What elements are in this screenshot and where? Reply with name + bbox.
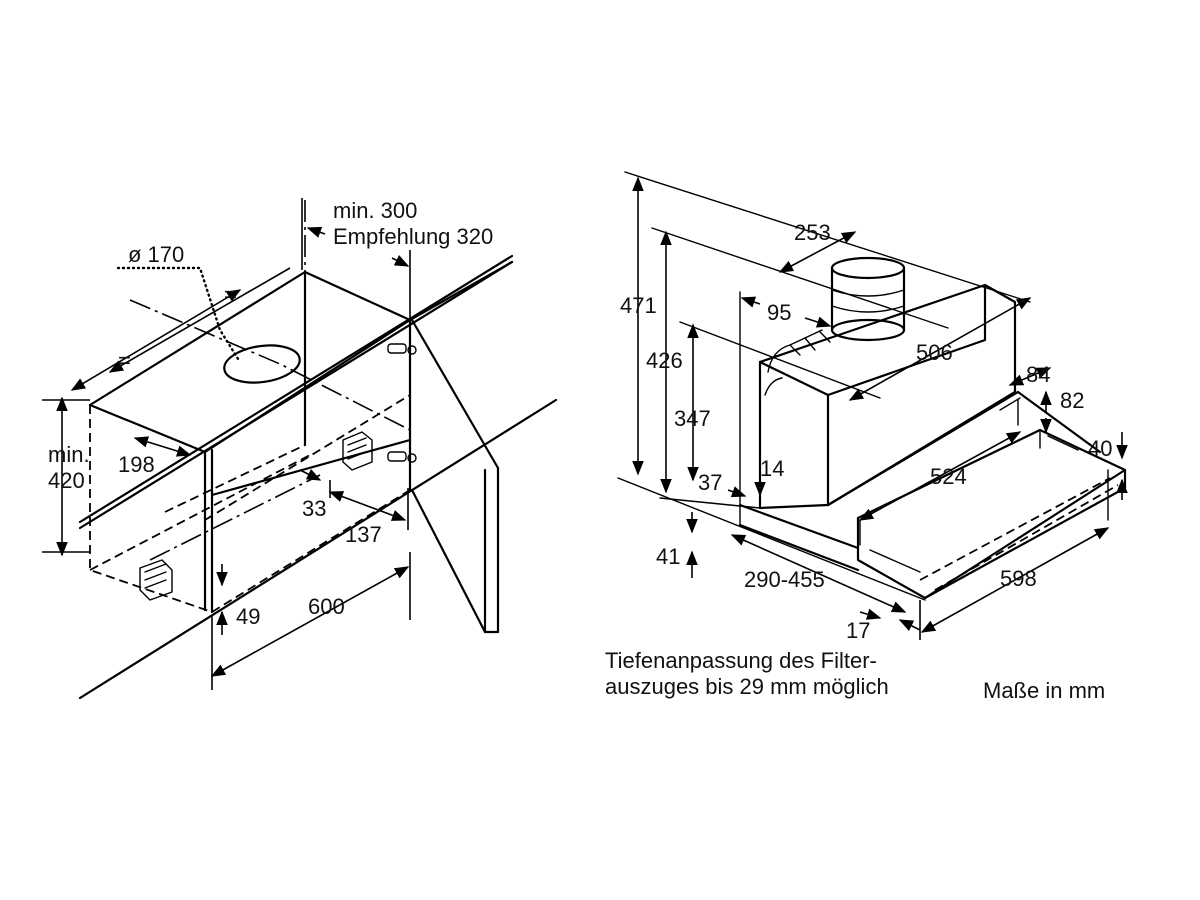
label-equal-upper: = bbox=[224, 282, 237, 307]
label-diameter-170: ø 170 bbox=[128, 242, 184, 267]
hood-drawing bbox=[617, 171, 1128, 640]
note-units: Maße in mm bbox=[983, 678, 1105, 703]
label-height-49: 49 bbox=[236, 604, 260, 629]
label-range-290-455: 290-455 bbox=[744, 567, 825, 592]
left-labels: min. 300 Empfehlung 320 ø 170 = = min. 4… bbox=[48, 198, 493, 629]
note-filter-line-1: Tiefenanpassung des Filter- bbox=[605, 648, 877, 673]
label-depth-137: 137 bbox=[345, 522, 382, 547]
label-height-41: 41 bbox=[656, 544, 680, 569]
label-width-600: 600 bbox=[308, 594, 345, 619]
label-height-426: 426 bbox=[646, 348, 683, 373]
label-width-253: 253 bbox=[794, 220, 831, 245]
label-offset-37: 37 bbox=[698, 470, 722, 495]
label-equal-lower: = bbox=[118, 348, 131, 373]
label-width-598: 598 bbox=[1000, 566, 1037, 591]
label-height-82: 82 bbox=[1060, 388, 1084, 413]
label-width-524: 524 bbox=[930, 464, 967, 489]
label-depth-506: 506 bbox=[916, 340, 953, 365]
label-height-347: 347 bbox=[674, 406, 711, 431]
label-min: min. bbox=[48, 442, 90, 467]
cabinet-drawing bbox=[42, 198, 558, 700]
label-offset-14: 14 bbox=[760, 456, 784, 481]
right-labels: 471 426 347 253 95 506 84 82 40 14 37 52… bbox=[620, 220, 1112, 643]
label-height-420: 420 bbox=[48, 468, 85, 493]
label-offset-95: 95 bbox=[767, 300, 791, 325]
note-filter-line-2: auszuges bis 29 mm möglich bbox=[605, 674, 889, 699]
label-empfehlung-320: Empfehlung 320 bbox=[333, 224, 493, 249]
label-depth-84: 84 bbox=[1026, 362, 1050, 387]
label-depth-198: 198 bbox=[118, 452, 155, 477]
label-height-40: 40 bbox=[1088, 436, 1112, 461]
notes: Tiefenanpassung des Filter- auszuges bis… bbox=[605, 648, 1105, 703]
label-offset-33: 33 bbox=[302, 496, 326, 521]
label-min-300: min. 300 bbox=[333, 198, 417, 223]
label-offset-17: 17 bbox=[846, 618, 870, 643]
label-height-471: 471 bbox=[620, 293, 657, 318]
